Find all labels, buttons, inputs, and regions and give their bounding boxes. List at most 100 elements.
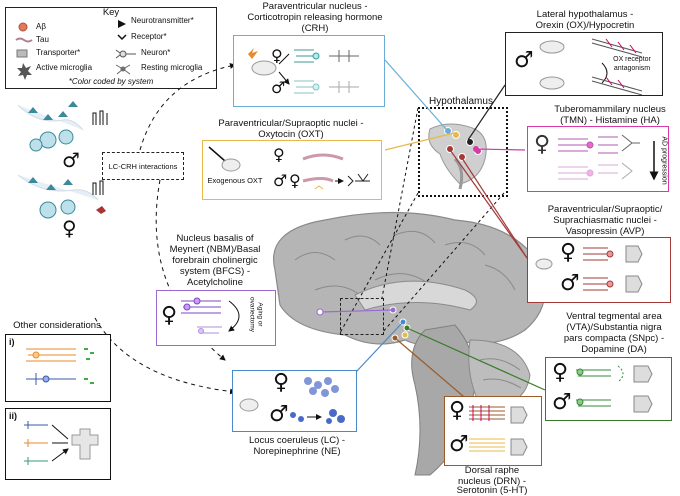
neuron-icon (115, 49, 136, 59)
nbm-rotated-1: Aging or (256, 302, 264, 327)
nbm-title-4: system (BFCS) - (179, 266, 251, 277)
crh-panel: ♀ ♂ (233, 35, 385, 107)
key-tau: Tau (36, 35, 49, 44)
key-icons (15, 20, 136, 80)
receptor-icon (117, 34, 127, 41)
female-symbol-crh: ♀ (271, 46, 283, 65)
other-i-label: i) (9, 337, 15, 347)
ox-panel-drawing (539, 38, 643, 96)
female-symbol-lc: ♀ (273, 370, 290, 395)
key-transporter: Transporter* (36, 48, 81, 57)
lc-crh-arrow-down (155, 179, 226, 361)
drn-panel: ♀ ♂ (444, 396, 542, 466)
active-microglia-icon (17, 63, 32, 80)
crh-panel-drawing (248, 48, 359, 94)
female-symbol-lc-crh: ♀ (62, 216, 77, 240)
female-symbol-nbm: ♀ (161, 303, 178, 328)
hypothalamus-label: Hypothalamus (429, 96, 493, 107)
drn-title-2: nucleus (DRN) - (457, 476, 527, 487)
ad-progression-label: AD progression (660, 136, 668, 185)
other-ii-drawing (24, 421, 99, 465)
vta-panel-drawing (576, 365, 653, 413)
ox-title-2: Orexin (OX)/Hypocretin (535, 20, 635, 31)
female-symbol-vta: ♀ (552, 360, 569, 385)
vta-title-2: (VTA)/Substantia nigra (566, 322, 662, 333)
lc-title-2: Norepinephrine (NE) (253, 446, 341, 457)
ox-antagonism-2: antagonism (613, 65, 651, 72)
crh-title-2: Corticotropin releasing hormone (247, 12, 383, 23)
crh-title-1: Paraventricular nucleus - (262, 1, 368, 12)
tau-icon (15, 37, 33, 43)
male-symbol-lc: ♂ (269, 402, 289, 427)
ox-antagonism-1: OX receptor (613, 56, 651, 63)
tmn-title-2: (TMN) - Histamine (HA) (560, 115, 660, 126)
brain-inset-marker (340, 298, 384, 335)
oxt-title-1: Paraventricular/Supraoptic nuclei - (218, 118, 364, 129)
key-title: Key (102, 7, 120, 18)
key-neuron: Neuron* (141, 48, 171, 57)
neurotransmitter-icon (118, 20, 126, 28)
key-abeta: Aβ (36, 22, 46, 31)
male-symbol-lc-crh: ♂ (62, 148, 80, 172)
female-symbol-oxt: ♀ (273, 145, 285, 164)
avp-panel-drawing (535, 245, 643, 293)
other-panel-i: i) (5, 334, 111, 402)
vta-panel: ♀ ♂ (545, 357, 672, 421)
other-considerations-title: Other considerations (13, 320, 101, 331)
nbm-panel: ♀ Aging or ovariectomy (156, 290, 276, 346)
tmn-title-1: Tuberomammilary nucleus (554, 104, 666, 115)
avp-title-2: Suprachiasmatic nuclei - (553, 215, 657, 226)
tmn-panel: ♀ AD progression (527, 126, 669, 192)
key-resting-microglia: Resting microglia (141, 63, 203, 72)
crh-title-3: (CRH) (301, 23, 329, 34)
key-receptor: Receptor* (131, 32, 167, 41)
oxt-title-2: Oxytocin (OXT) (258, 129, 324, 140)
nbm-title-5: Acetylcholine (187, 277, 243, 288)
drn-title-1: Dorsal raphe (464, 465, 520, 476)
ox-panel: ♂ OX receptor antagonism (505, 32, 663, 96)
male-symbol-drn: ♂ (449, 432, 469, 457)
resting-microglia-icon (115, 64, 131, 75)
female-symbol-tmn: ♀ (534, 132, 551, 157)
oxt-panel: Exogenous OXT ♀ ♂ ♀ (202, 140, 382, 200)
lc-crh-box: LC-CRH interactions (102, 152, 184, 180)
male-symbol-ox: ♂ (514, 48, 534, 73)
other-panel-ii: ii) (5, 408, 111, 480)
female-symbol-oxt-2: ♀ (289, 171, 301, 190)
exogenous-oxt-label: Exogenous OXT (207, 176, 263, 185)
drn-panel-drawing (469, 405, 528, 456)
nbm-title-1: Nucleus basalis of (176, 233, 254, 244)
lc-crh-label: LC-CRH interactions (108, 162, 178, 171)
female-symbol-drn: ♀ (449, 398, 466, 423)
male-symbol-avp: ♂ (560, 271, 580, 296)
other-i-drawing (26, 348, 94, 385)
other-ii-label: ii) (9, 411, 17, 421)
vta-title-4: Dopamine (DA) (581, 344, 647, 355)
male-symbol-vta: ♂ (552, 390, 572, 415)
vta-title-1: Ventral tegmental area (566, 311, 662, 322)
key-note: *Color coded by system (68, 77, 154, 86)
avp-title-3: Vasopressin (AVP) (565, 226, 645, 237)
key-active-microglia: Active microglia (36, 63, 93, 72)
drn-title-3: Serotonin (5-HT) (456, 485, 528, 496)
key-neurotransmitter: Neurotransmitter* (131, 16, 194, 25)
nbm-title-2: Meynert (NBM)/Basal (169, 244, 261, 255)
abeta-icon (18, 22, 28, 32)
nbm-rotated-2: ovariectomy (248, 296, 256, 333)
male-symbol-crh: ♂ (271, 78, 286, 97)
lc-panel: ♀ ♂ (232, 370, 357, 432)
female-symbol-avp: ♀ (560, 240, 577, 265)
transporter-icon (16, 49, 28, 58)
avp-title-1: Paraventricular/Supraoptic/ (547, 204, 663, 215)
hypothalamus-inset (418, 107, 508, 197)
avp-panel: ♀ ♂ (527, 237, 671, 303)
key-legend: Key Aβ Tau Transporter* Active microglia… (5, 7, 217, 89)
lc-crh-illustration (18, 101, 108, 219)
vta-title-3: pars compacta (SNpc) - (563, 333, 665, 344)
ox-title-1: Lateral hypothalamus - (536, 9, 634, 20)
lc-panel-drawing (239, 377, 345, 424)
nbm-title-3: forebrain cholinergic (172, 255, 258, 266)
tmn-panel-drawing (558, 134, 659, 181)
hypothalamus-drawing (428, 123, 487, 190)
